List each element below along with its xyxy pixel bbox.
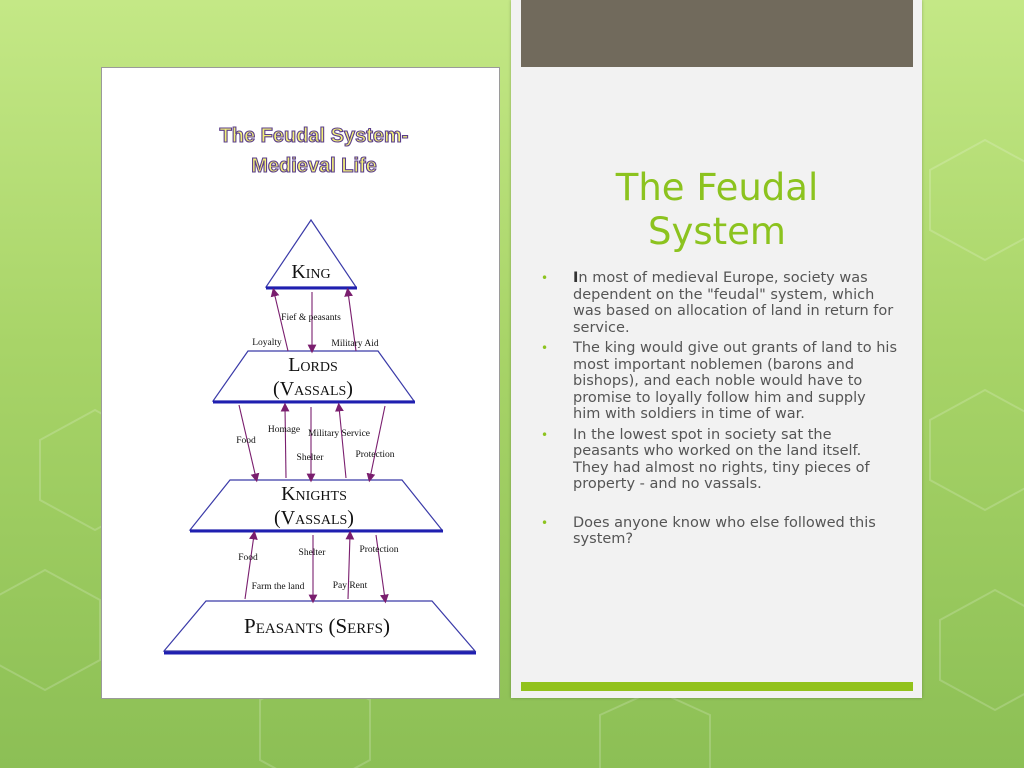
label-food-2: Food <box>238 553 258 563</box>
label-food-1: Food <box>236 436 256 446</box>
label-protection-2: Protection <box>359 545 398 555</box>
knights-label-line1: Knights <box>281 483 347 505</box>
peasants-label: Peasants (Serfs) <box>244 614 390 638</box>
header-band <box>521 0 913 67</box>
king-label: King <box>291 261 330 283</box>
knights-peasants-arrows <box>244 530 389 604</box>
knights-label-line2: (Vassals) <box>274 507 354 529</box>
bullet-text: In the lowest spot in society sat the pe… <box>573 426 870 493</box>
label-homage: Homage <box>268 425 300 435</box>
bullet-dot-icon: • <box>541 515 549 530</box>
bullet-dot-icon: • <box>541 271 549 285</box>
label-loyalty: Loyalty <box>252 338 282 348</box>
slide-title: The Feudal System <box>521 166 913 254</box>
diagram-panel: The Feudal System- Medieval Life King Lo… <box>101 67 500 699</box>
bullet-item: • The king would give out grants of land … <box>535 340 897 423</box>
label-protection-1: Protection <box>355 450 394 460</box>
label-fief-peasants: Fief & peasants <box>281 312 341 323</box>
bullet-text: Does anyone know who else followed this … <box>573 514 876 548</box>
label-military-service: Military Service <box>308 429 370 439</box>
bullet-text: n most of medieval Europe, society was d… <box>573 270 894 336</box>
label-pay-rent: Pay Rent <box>333 581 368 591</box>
feudal-pyramid-diagram: The Feudal System- Medieval Life King Lo… <box>162 124 477 655</box>
diagram-title-line1: The Feudal System- <box>220 125 409 147</box>
diagram-title-line2: Medieval Life <box>251 155 377 177</box>
footer-band <box>521 682 913 691</box>
bullet-dot-icon: • <box>541 427 549 442</box>
lords-label-line1: Lords <box>288 354 338 376</box>
label-shelter-1: Shelter <box>297 453 325 463</box>
bullet-item: • In the lowest spot in society sat the p… <box>535 427 897 493</box>
bullet-text: The king would give out grants of land t… <box>573 340 897 422</box>
bullet-dot-icon: • <box>541 341 549 355</box>
lords-label-line2: (Vassals) <box>273 378 353 400</box>
lords-knights-arrows <box>238 402 386 483</box>
bullet-item: • Does anyone know who else followed this… <box>535 515 897 548</box>
slide-title-line1: The Feudal <box>615 166 819 209</box>
bullet-list: • In most of medieval Europe, society was… <box>535 270 897 552</box>
drop-letter: I <box>573 270 579 286</box>
label-farm-the-land: Farm the land <box>252 582 305 592</box>
label-shelter-2: Shelter <box>299 548 327 558</box>
peasants-tier <box>162 600 477 652</box>
label-military-aid: Military Aid <box>331 339 378 349</box>
bullet-item: • In most of medieval Europe, society was… <box>535 270 897 336</box>
king-lords-arrows <box>270 287 357 354</box>
slide-title-line2: System <box>648 210 786 253</box>
text-panel: The Feudal System • In most of medieval E… <box>511 0 922 698</box>
